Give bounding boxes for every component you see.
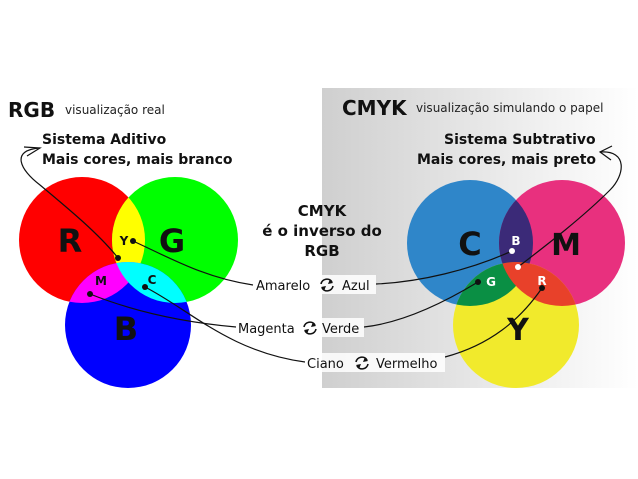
pair-amarelo-azul: Amarelo Azul: [254, 275, 376, 294]
pair-2-right: Verde: [322, 322, 359, 337]
pair-3-left: Ciano: [307, 357, 344, 372]
pair-3-bg: [305, 353, 445, 372]
cyan-overlap: [112, 262, 191, 303]
cmyk-subtitle: visualização simulando o papel: [416, 101, 603, 115]
rgb-system-arrow: [20, 147, 119, 259]
center-line1: CMYK: [298, 202, 348, 220]
rgb-label-y: Y: [119, 234, 129, 248]
rgb-subtitle: visualização real: [65, 103, 165, 117]
pair-1-bg: [254, 275, 376, 294]
cmyk-venn: [407, 180, 625, 388]
magenta-overlap: [65, 262, 145, 303]
red-overlap: [499, 262, 579, 306]
rgb-title: RGB: [8, 98, 55, 122]
cycle-arrows-icon: [303, 321, 317, 335]
pair-ciano-vermelho: Ciano Vermelho: [305, 353, 445, 372]
rgb-label-c: C: [148, 273, 157, 287]
cycle-arrows-icon: [320, 278, 334, 292]
rgb-label-b: B: [114, 310, 138, 348]
dot-green: [475, 279, 481, 285]
rgb-label-r: R: [58, 222, 83, 260]
cmyk-label-b: B: [511, 234, 520, 248]
green-overlap: [453, 262, 533, 306]
rgb-label-g: G: [159, 222, 185, 260]
pair-magenta-verde: Magenta Verde: [236, 318, 364, 337]
cmyk-system-arrow: [517, 151, 622, 268]
rgb-system-line1: Sistema Aditivo: [42, 132, 167, 148]
line-azul-to-blue: [375, 250, 513, 285]
cmyk-title: CMYK: [342, 96, 408, 120]
cmyk-system-line1: Sistema Subtrativo: [444, 132, 596, 148]
line-magenta-to-label: [89, 293, 237, 328]
cmyk-label-r: R: [537, 274, 546, 288]
center-line2: é o inverso do: [262, 222, 382, 240]
cmyk-system-line2: Mais cores, mais preto: [417, 152, 596, 168]
rgb-label-m: M: [95, 274, 107, 288]
dot-blue: [509, 248, 515, 254]
cmyk-label-m: M: [551, 228, 581, 263]
line-vermelho-to-red: [444, 287, 543, 358]
pair-1-left: Amarelo: [256, 279, 310, 294]
connector-dots: [87, 238, 545, 297]
pair-3-right: Vermelho: [376, 357, 438, 372]
dot-magenta: [87, 291, 93, 297]
cycle-arrows-icon: [355, 356, 369, 370]
pair-1-right: Azul: [342, 279, 370, 294]
dot-red: [539, 285, 545, 291]
dot-yellow: [130, 238, 136, 244]
center-line3: RGB: [304, 242, 339, 260]
pair-2-left: Magenta: [238, 322, 295, 337]
cmyk-arrowhead-icon: [598, 145, 613, 161]
line-cyan-to-label: [144, 286, 306, 363]
cmyk-label-y: Y: [506, 313, 530, 348]
dot-black-center: [515, 264, 521, 270]
line-verde-to-green: [363, 281, 479, 328]
cmyk-label-g: G: [486, 275, 496, 289]
pair-2-bg: [236, 318, 364, 337]
rgb-venn: [19, 177, 238, 388]
rgb-system-line2: Mais cores, mais branco: [42, 152, 233, 168]
rgb-arrowhead-icon: [23, 146, 42, 157]
connector-lines: [20, 145, 622, 363]
cmyk-label-c: C: [458, 225, 481, 263]
dot-white-center: [115, 255, 121, 261]
dot-cyan: [142, 284, 148, 290]
line-yellow-to-label: [132, 240, 254, 286]
